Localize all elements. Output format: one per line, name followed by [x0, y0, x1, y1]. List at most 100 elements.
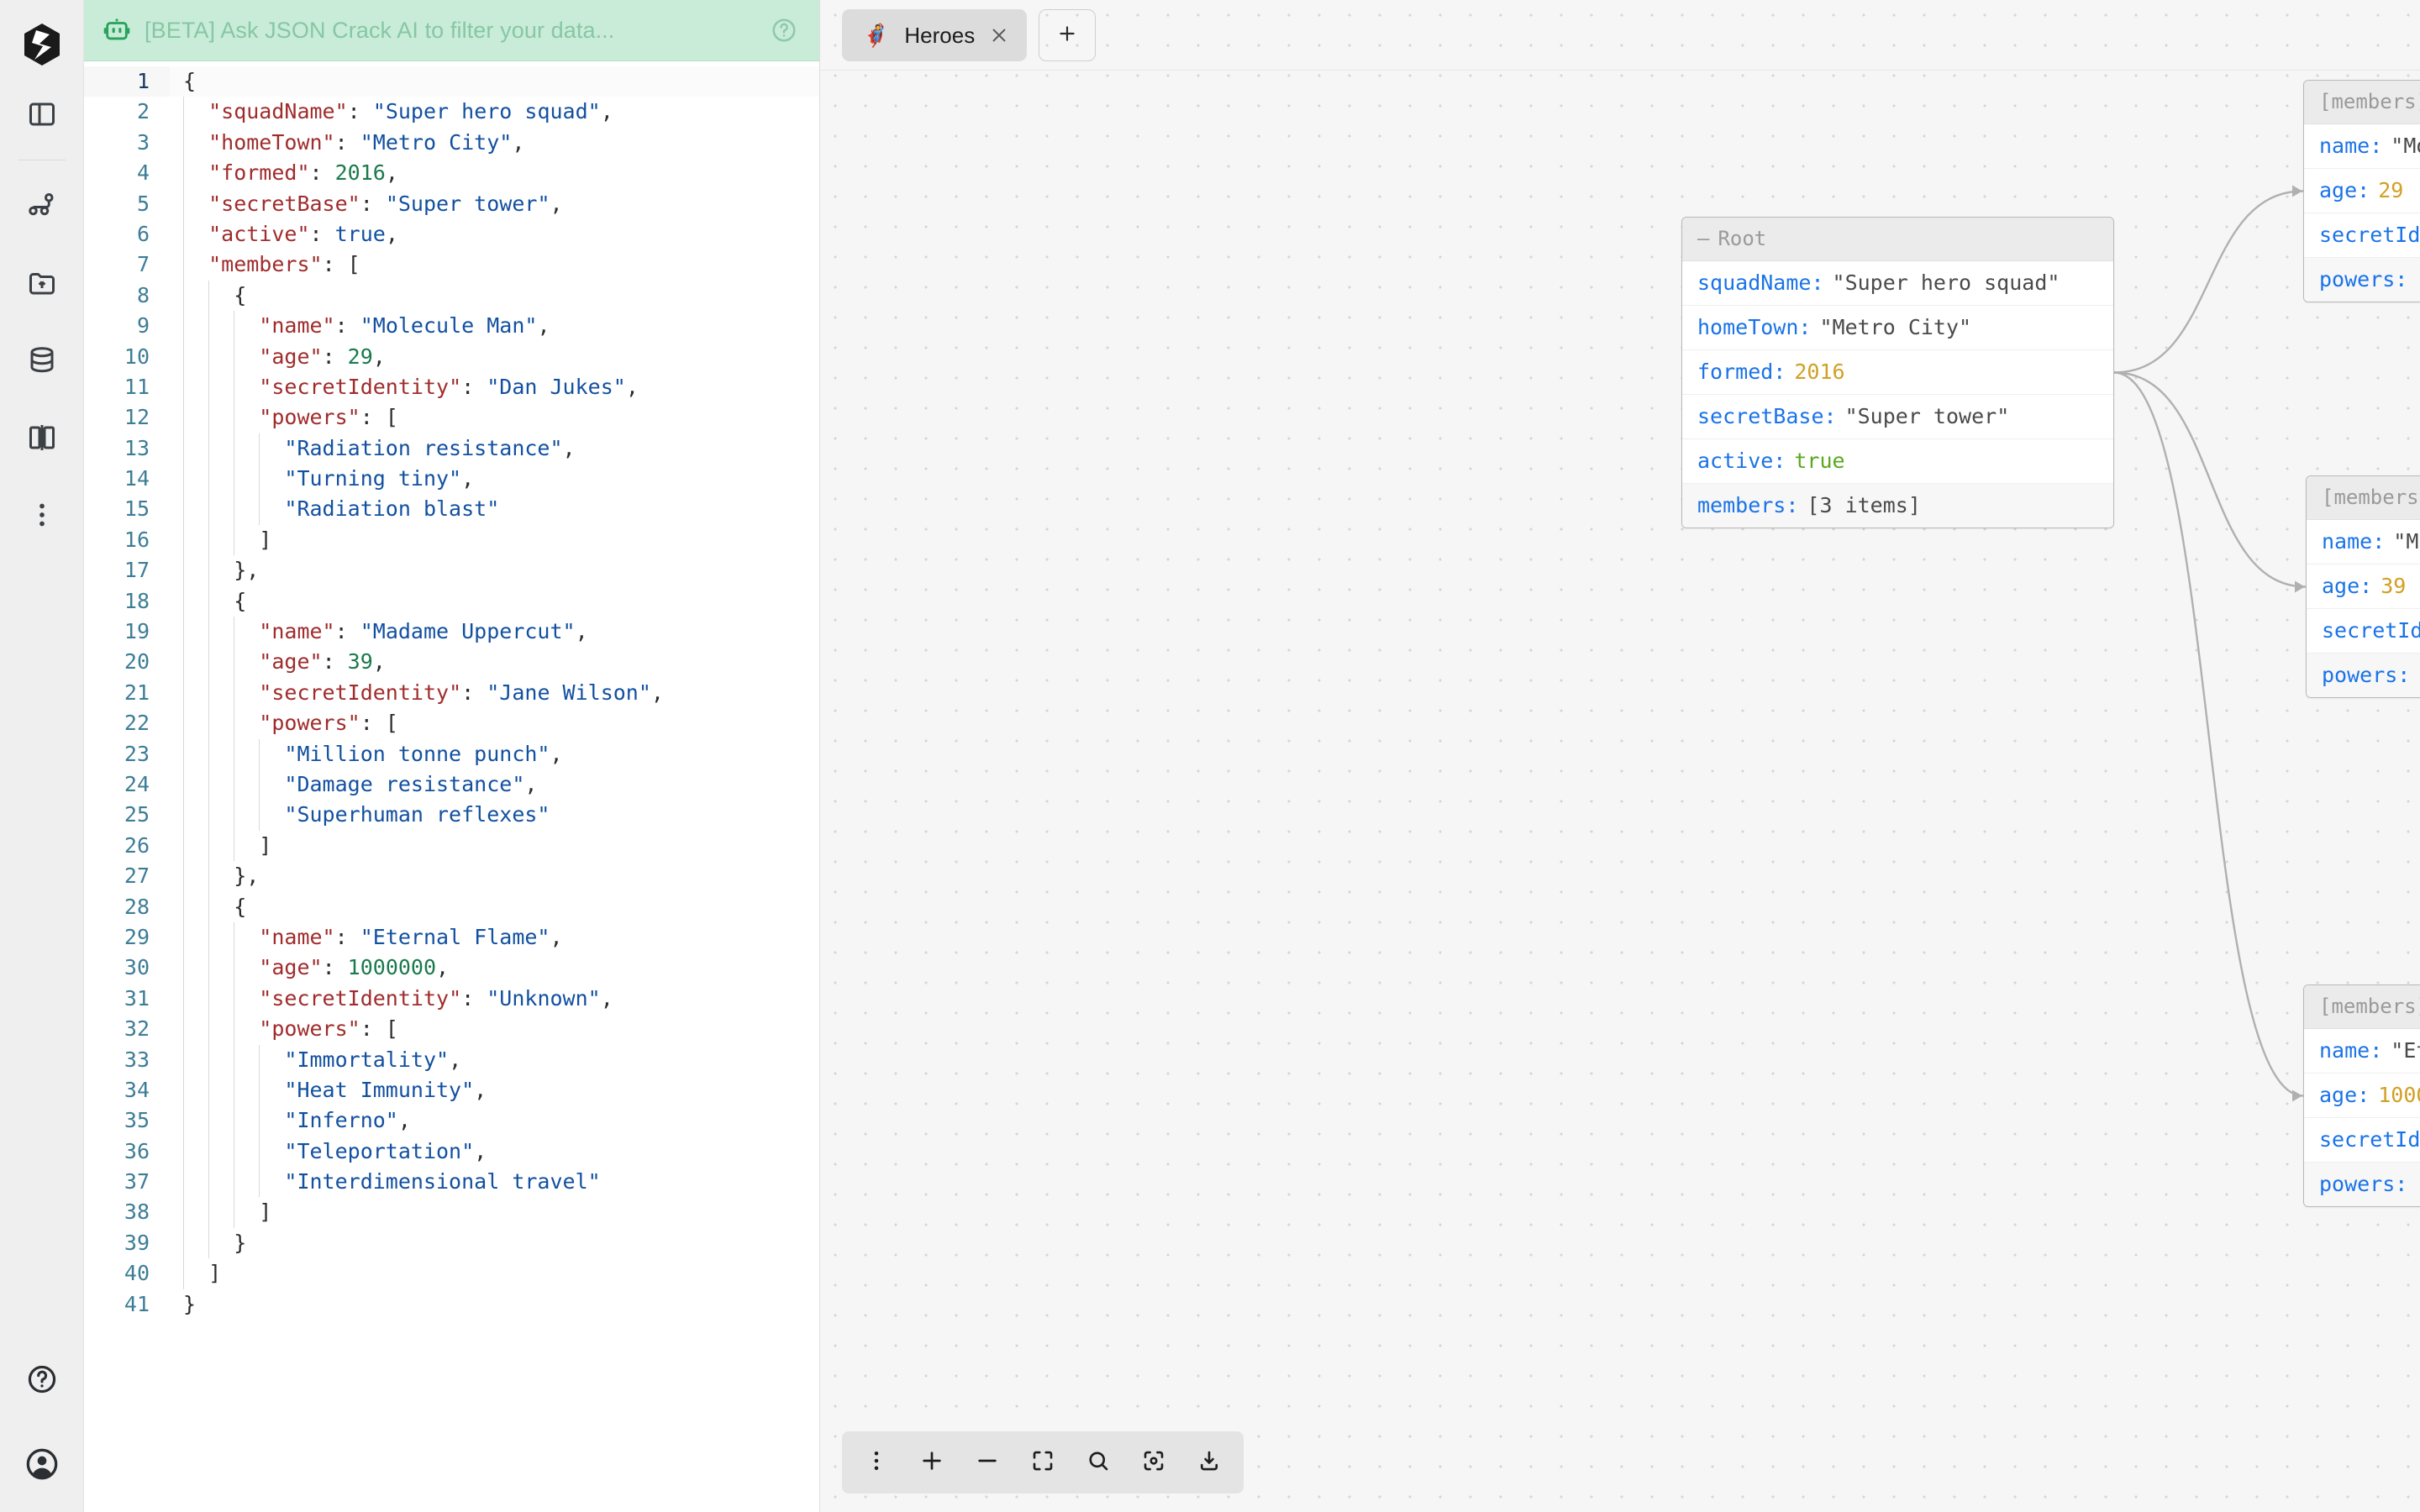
indent-guide [208, 983, 210, 1015]
code-line[interactable]: 38] [84, 1197, 819, 1228]
collapse-toggle-icon[interactable]: — [1697, 227, 1710, 250]
code-token: : [309, 221, 335, 246]
code-line[interactable]: 7"members": [ [84, 249, 819, 281]
sidebar-item-more[interactable] [0, 478, 84, 555]
sidebar-item-compare[interactable] [0, 401, 84, 478]
code-line[interactable]: 36"Teleportation", [84, 1136, 819, 1168]
code-line[interactable]: 10"age": 29, [84, 341, 819, 372]
line-number: 18 [124, 588, 150, 613]
code-line[interactable]: 6"active": true, [84, 218, 819, 250]
code-line[interactable]: 4"formed": 2016, [84, 158, 819, 189]
sidebar-item-help[interactable] [0, 1342, 84, 1420]
json-code-editor[interactable]: 1{2"squadName": "Super hero squad",3"hom… [84, 61, 819, 1512]
code-line[interactable]: 34"Heat Immunity", [84, 1074, 819, 1106]
help-circle-icon[interactable] [771, 17, 797, 44]
code-line[interactable]: 15"Radiation blast" [84, 494, 819, 525]
code-line[interactable]: 24"Damage resistance", [84, 769, 819, 801]
code-line[interactable]: 9"name": "Molecule Man", [84, 311, 819, 342]
line-number: 7 [136, 252, 150, 277]
tab-label: Heroes [904, 22, 976, 48]
graph-node[interactable]: [members]name:"Eternal Flame"age:1000000… [2303, 984, 2420, 1207]
code-text: "Immortality", [170, 1044, 819, 1075]
code-token: ] [259, 832, 272, 858]
code-token: "Turning tiny" [284, 466, 462, 491]
fit-to-screen-button[interactable] [1017, 1436, 1069, 1488]
code-line[interactable]: 28{ [84, 891, 819, 922]
code-line[interactable]: 37"Interdimensional travel" [84, 1167, 819, 1198]
minus-icon [974, 1447, 1001, 1478]
code-line[interactable]: 16] [84, 524, 819, 556]
sidebar-item-panel-toggle[interactable] [0, 77, 84, 155]
node-header: [members] [2304, 985, 2420, 1029]
code-token: : [309, 160, 335, 186]
code-line[interactable]: 3"homeTown": "Metro City", [84, 127, 819, 159]
code-line[interactable]: 14"Turning tiny", [84, 464, 819, 495]
tab-heroes[interactable]: 🦸 Heroes [842, 9, 1028, 61]
code-line[interactable]: 22"powers": [ [84, 708, 819, 739]
jsoncrack-logo-icon[interactable] [0, 12, 84, 77]
code-token: , [650, 680, 664, 705]
code-token: : [334, 924, 360, 949]
ai-filter-bar[interactable]: [BETA] Ask JSON Crack AI to filter your … [84, 0, 819, 61]
code-line[interactable]: 27}, [84, 861, 819, 892]
indent-guide [183, 1258, 184, 1289]
code-line[interactable]: 33"Immortality", [84, 1044, 819, 1075]
code-line[interactable]: 8{ [84, 280, 819, 312]
line-number: 29 [124, 924, 150, 949]
sidebar-item-account[interactable] [0, 1420, 84, 1512]
code-line[interactable]: 12"powers": [ [84, 402, 819, 433]
code-line[interactable]: 18{ [84, 585, 819, 617]
line-number: 3 [136, 129, 150, 155]
indent-guide [183, 218, 184, 250]
code-token: : [461, 374, 487, 399]
indent-guide [183, 1105, 184, 1137]
code-line[interactable]: 40] [84, 1258, 819, 1289]
code-line[interactable]: 17}, [84, 555, 819, 586]
new-tab-button[interactable] [1039, 9, 1097, 61]
download-image-button[interactable] [1183, 1436, 1235, 1488]
code-line[interactable]: 19"name": "Madame Uppercut", [84, 617, 819, 648]
code-line[interactable]: 35"Inferno", [84, 1105, 819, 1137]
line-number: 11 [124, 374, 150, 399]
graph-node[interactable]: [members]name:"Madame Uppercut"age:39sec… [2306, 475, 2420, 698]
code-line[interactable]: 1{ [84, 66, 819, 97]
code-line[interactable]: 20"age": 39, [84, 647, 819, 678]
search-node-button[interactable] [1072, 1436, 1124, 1488]
code-line[interactable]: 23"Million tonne punch", [84, 738, 819, 769]
code-line[interactable]: 41} [84, 1289, 819, 1320]
sidebar-item-hierarchy[interactable] [0, 169, 84, 246]
code-line[interactable]: 39} [84, 1227, 819, 1259]
node-property-value: "Super tower" [1844, 404, 2010, 428]
code-line[interactable]: 29"name": "Eternal Flame", [84, 921, 819, 953]
line-number: 28 [124, 894, 150, 919]
line-number: 21 [124, 680, 150, 705]
graph-options-button[interactable] [850, 1436, 902, 1488]
account-icon [25, 1447, 59, 1485]
code-line[interactable]: 30"age": 1000000, [84, 953, 819, 984]
code-line[interactable]: 11"secretIdentity": "Dan Jukes", [84, 371, 819, 403]
graph-edge [2113, 371, 2304, 1097]
ai-filter-input[interactable]: [BETA] Ask JSON Crack AI to filter your … [145, 17, 615, 43]
center-view-button[interactable] [1128, 1436, 1180, 1488]
line-number: 40 [124, 1261, 150, 1286]
graph-node[interactable]: [members]name:"Molecule Man"age:29secret… [2303, 80, 2420, 302]
code-line[interactable]: 26] [84, 830, 819, 862]
code-line[interactable]: 25"Superhuman reflexes" [84, 800, 819, 831]
node-property-key: name: [2319, 134, 2383, 158]
close-icon[interactable] [990, 26, 1008, 45]
code-line[interactable]: 21"secretIdentity": "Jane Wilson", [84, 677, 819, 709]
code-line[interactable]: 2"squadName": "Super hero squad", [84, 97, 819, 128]
code-token: "powers" [259, 1016, 360, 1042]
code-line[interactable]: 13"Radiation resistance", [84, 433, 819, 465]
code-token: 1000000 [347, 955, 437, 980]
sidebar-item-import[interactable] [0, 246, 84, 323]
indent-guide [208, 861, 210, 892]
code-line[interactable]: 5"secretBase": "Super tower", [84, 188, 819, 219]
code-line[interactable]: 32"powers": [ [84, 1014, 819, 1045]
zoom-out-button[interactable] [961, 1436, 1013, 1488]
zoom-in-button[interactable] [906, 1436, 958, 1488]
sidebar-item-database[interactable] [0, 323, 84, 401]
code-line[interactable]: 31"secretIdentity": "Unknown", [84, 983, 819, 1015]
